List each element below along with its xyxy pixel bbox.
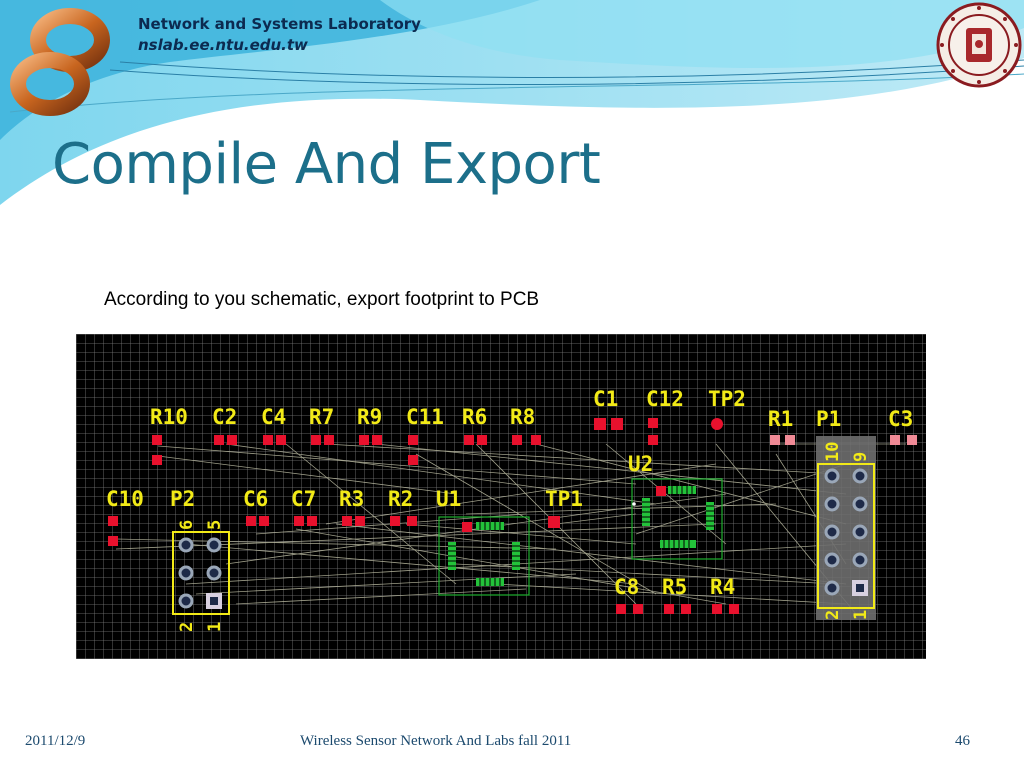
pcb-label-r8: R8 [510, 405, 535, 429]
pcb-label-tp2: TP2 [708, 387, 746, 411]
pcb-label-c6: C6 [243, 487, 268, 511]
pcb-label-c12: C12 [646, 387, 684, 411]
pcb-label-r5: R5 [662, 575, 687, 599]
pcb-label-p1: P1 [816, 407, 841, 431]
pcb-label-r4: R4 [710, 575, 735, 599]
pcb-label-r1: R1 [768, 407, 793, 431]
pcb-label-c11: C11 [406, 405, 444, 429]
slide-body-text: According to you schematic, export footp… [104, 289, 540, 310]
pcb-label-r2: R2 [388, 487, 413, 511]
p2-pin-1: 1 [205, 622, 225, 632]
p2-pin-6: 6 [177, 520, 197, 530]
p2-pin-5: 5 [205, 520, 225, 530]
pcb-label-r7: R7 [309, 405, 334, 429]
footer-page-number: 46 [955, 733, 970, 749]
pcb-label-c1: C1 [593, 387, 618, 411]
p1-pin-10: 10 [823, 442, 843, 462]
p1-pin-1: 1 [851, 610, 871, 620]
slide-title: Compile And Export [52, 132, 601, 197]
footer-date: 2011/12/9 [25, 733, 86, 749]
pcb-label-tp1: TP1 [545, 487, 583, 511]
pcb-label-r9: R9 [357, 405, 382, 429]
p1-pin-9: 9 [851, 452, 871, 462]
pcb-label-u1: U1 [436, 487, 461, 511]
pcb-label-r6: R6 [462, 405, 487, 429]
pcb-label-c10: C10 [106, 487, 144, 511]
infinity-ring-logo-icon [10, 8, 110, 116]
pcb-label-c3: C3 [888, 407, 913, 431]
p2-pin-2: 2 [177, 622, 197, 632]
header-wave-background [0, 0, 1024, 205]
lab-name: Network and Systems Laboratory [138, 15, 421, 33]
lab-url: nslab.ee.ntu.edu.tw [138, 36, 308, 54]
pcb-label-r3: R3 [339, 487, 364, 511]
pcb-label-c8: C8 [614, 575, 639, 599]
pcb-label-c4: C4 [261, 405, 286, 429]
pcb-label-u2: U2 [628, 452, 653, 476]
university-seal-icon [936, 2, 1022, 88]
footer-course: Wireless Sensor Network And Labs fall 20… [300, 733, 572, 749]
pcb-label-r10: R10 [150, 405, 188, 429]
pcb-label-p2: P2 [170, 487, 195, 511]
pcb-label-c2: C2 [212, 405, 237, 429]
pcb-label-c7: C7 [291, 487, 316, 511]
p1-pin-2: 2 [823, 610, 843, 620]
pcb-layout-image: R10 C2 C4 R7 R9 C11 R6 R8 C1 C12 TP2 R1 … [76, 334, 926, 659]
